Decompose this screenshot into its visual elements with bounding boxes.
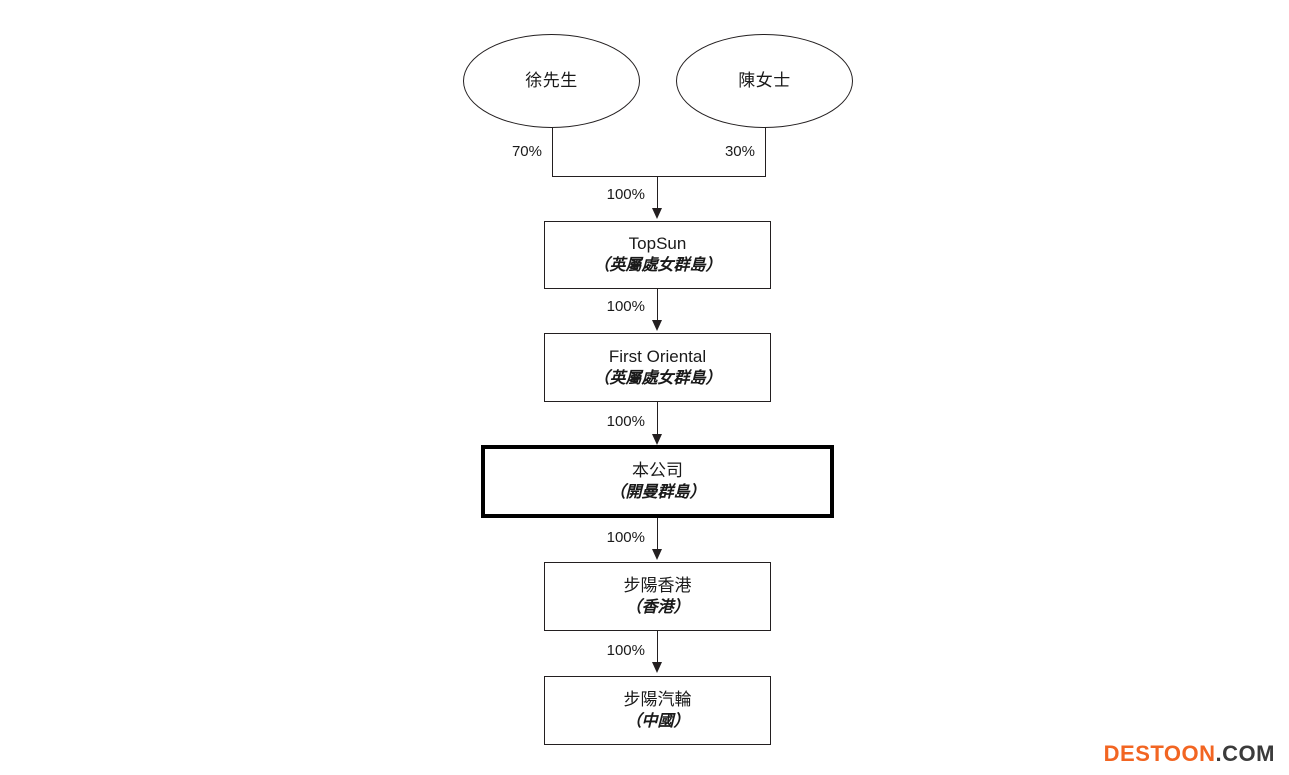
node-buyang-turbine-jurisdiction: （中國） [625, 712, 690, 730]
node-chen-ms[interactable]: 陳女士 [676, 34, 853, 128]
node-buyang-turbine[interactable]: 步陽汽輪 （中國） [544, 676, 771, 745]
connector-merge-bar [552, 176, 766, 177]
watermark-brand: DESTOON [1103, 741, 1216, 766]
node-topsun[interactable]: TopSun （英屬處女群島） [544, 221, 771, 289]
node-topsun-title: TopSun [628, 234, 687, 254]
edge-label-xu-share: 70% [511, 143, 542, 160]
edge-label-merge-to-topsun: 100% [606, 186, 645, 203]
arrowhead-merge-to-topsun [652, 208, 662, 219]
edge-label-chen-share: 30% [724, 143, 755, 160]
connector-topsun-to-first [657, 289, 658, 324]
node-first-oriental-jurisdiction: （英屬處女群島） [593, 369, 722, 387]
arrowhead-topsun-to-first [652, 320, 662, 331]
connector-first-to-company [657, 402, 658, 438]
node-the-company-jurisdiction: （開曼群島） [609, 483, 706, 501]
node-first-oriental[interactable]: First Oriental （英屬處女群島） [544, 333, 771, 402]
node-xu-mr[interactable]: 徐先生 [463, 34, 640, 128]
node-buyang-hongkong[interactable]: 步陽香港 （香港） [544, 562, 771, 631]
node-xu-mr-title: 徐先生 [525, 70, 578, 90]
edge-label-hk-to-turbine: 100% [606, 642, 645, 659]
connector-merge-to-topsun [657, 176, 658, 212]
node-topsun-jurisdiction: （英屬處女群島） [593, 257, 722, 275]
node-buyang-hongkong-title: 步陽香港 [623, 575, 692, 595]
edge-label-company-to-hk: 100% [606, 529, 645, 546]
arrowhead-hk-to-turbine [652, 662, 662, 673]
node-buyang-turbine-title: 步陽汽輪 [623, 689, 692, 709]
node-the-company-title: 本公司 [632, 460, 683, 480]
node-first-oriental-title: First Oriental [608, 346, 707, 366]
watermark-tld: .COM [1215, 741, 1275, 766]
edge-label-topsun-to-first: 100% [606, 298, 645, 315]
arrowhead-first-to-company [652, 434, 662, 445]
connector-xu-drop [552, 128, 553, 176]
node-chen-ms-title: 陳女士 [738, 70, 791, 90]
edge-label-first-to-company: 100% [606, 413, 645, 430]
connector-company-to-hk [657, 518, 658, 553]
watermark: DESTOON.COM [1104, 741, 1275, 767]
connector-hk-to-turbine [657, 631, 658, 666]
arrowhead-company-to-hk [652, 549, 662, 560]
node-buyang-hongkong-jurisdiction: （香港） [625, 598, 690, 616]
node-the-company[interactable]: 本公司 （開曼群島） [481, 445, 834, 518]
connector-chen-drop [765, 127, 766, 176]
